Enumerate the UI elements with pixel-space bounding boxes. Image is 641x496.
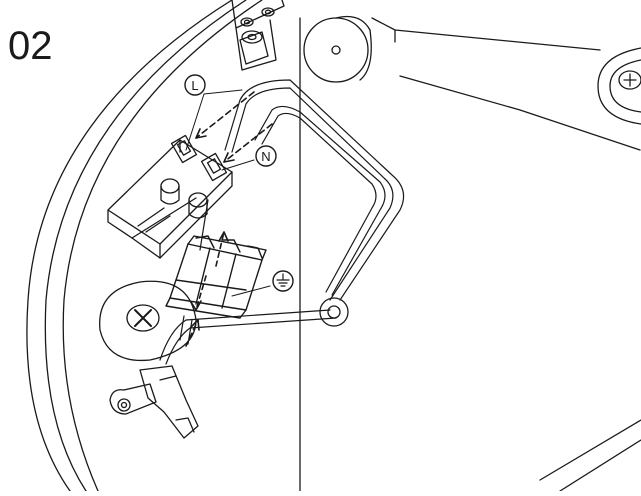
callout-leaders: [185, 89, 271, 297]
cable-clamp: [319, 297, 349, 327]
live-label: L: [191, 78, 198, 93]
mounting-plate: [299, 17, 641, 492]
connector-plug: [109, 315, 199, 439]
live-callout: L: [184, 74, 206, 96]
insertion-arrows: [185, 91, 273, 347]
step-number: 02: [8, 24, 53, 68]
housing-outline: [26, 0, 263, 492]
earth-ground-symbol: [272, 270, 294, 292]
damper-cylinder: [303, 15, 372, 83]
top-bracket: [231, 0, 285, 71]
neutral-callout: N: [255, 145, 277, 167]
terminal-block-lower: [165, 235, 267, 319]
right-screw: [597, 47, 641, 125]
terminal-block-upper: [107, 134, 233, 259]
mounting-screw: [99, 280, 197, 362]
neutral-label: N: [261, 149, 270, 164]
